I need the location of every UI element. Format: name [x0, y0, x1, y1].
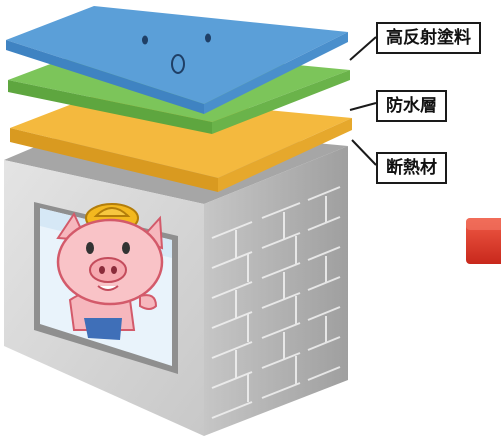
leader-lines — [349, 36, 377, 166]
layer-insulation — [10, 94, 352, 192]
label-coating: 高反射塗料 — [376, 22, 481, 54]
red-button-icon[interactable] — [466, 218, 501, 264]
label-waterproof: 防水層 — [376, 90, 447, 122]
pig-character-icon — [56, 203, 164, 340]
brick-pattern — [211, 186, 341, 419]
leader-line-waterproof — [349, 102, 377, 111]
leader-line-insulation — [351, 139, 377, 166]
face-icon — [142, 33, 211, 74]
label-insulation: 断熱材 — [376, 152, 447, 184]
leader-line-coating — [349, 36, 377, 61]
building-side-wall — [204, 146, 348, 436]
